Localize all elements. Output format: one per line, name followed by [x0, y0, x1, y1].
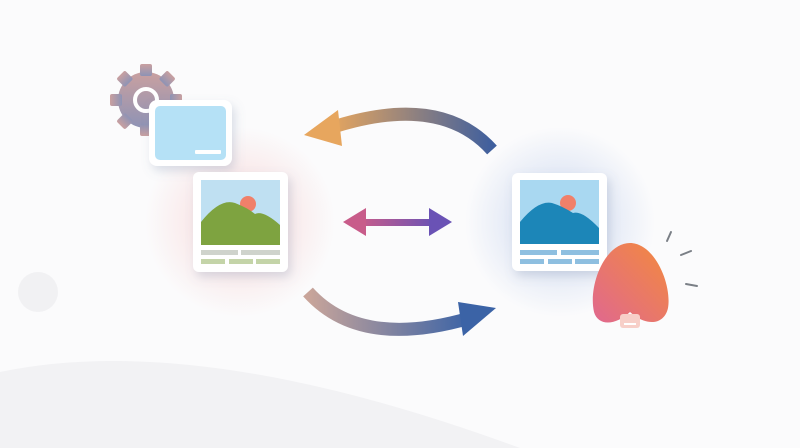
gear-tooth: [117, 71, 133, 87]
gear-tooth: [110, 94, 122, 106]
background-blob: [0, 360, 520, 448]
gear-tooth: [117, 113, 133, 129]
gear-tooth: [140, 64, 152, 76]
background-dot: [18, 272, 58, 312]
tablet-icon: [149, 100, 232, 166]
bottom-curved-arrow-icon: [303, 287, 496, 336]
gear-tooth: [159, 71, 175, 87]
lightbulb-icon: [592, 231, 698, 328]
left-image-card: [193, 172, 288, 272]
top-curved-arrow-icon: [304, 107, 497, 155]
swap-arrows-icon: [343, 208, 452, 236]
right-image-card: [512, 173, 607, 271]
